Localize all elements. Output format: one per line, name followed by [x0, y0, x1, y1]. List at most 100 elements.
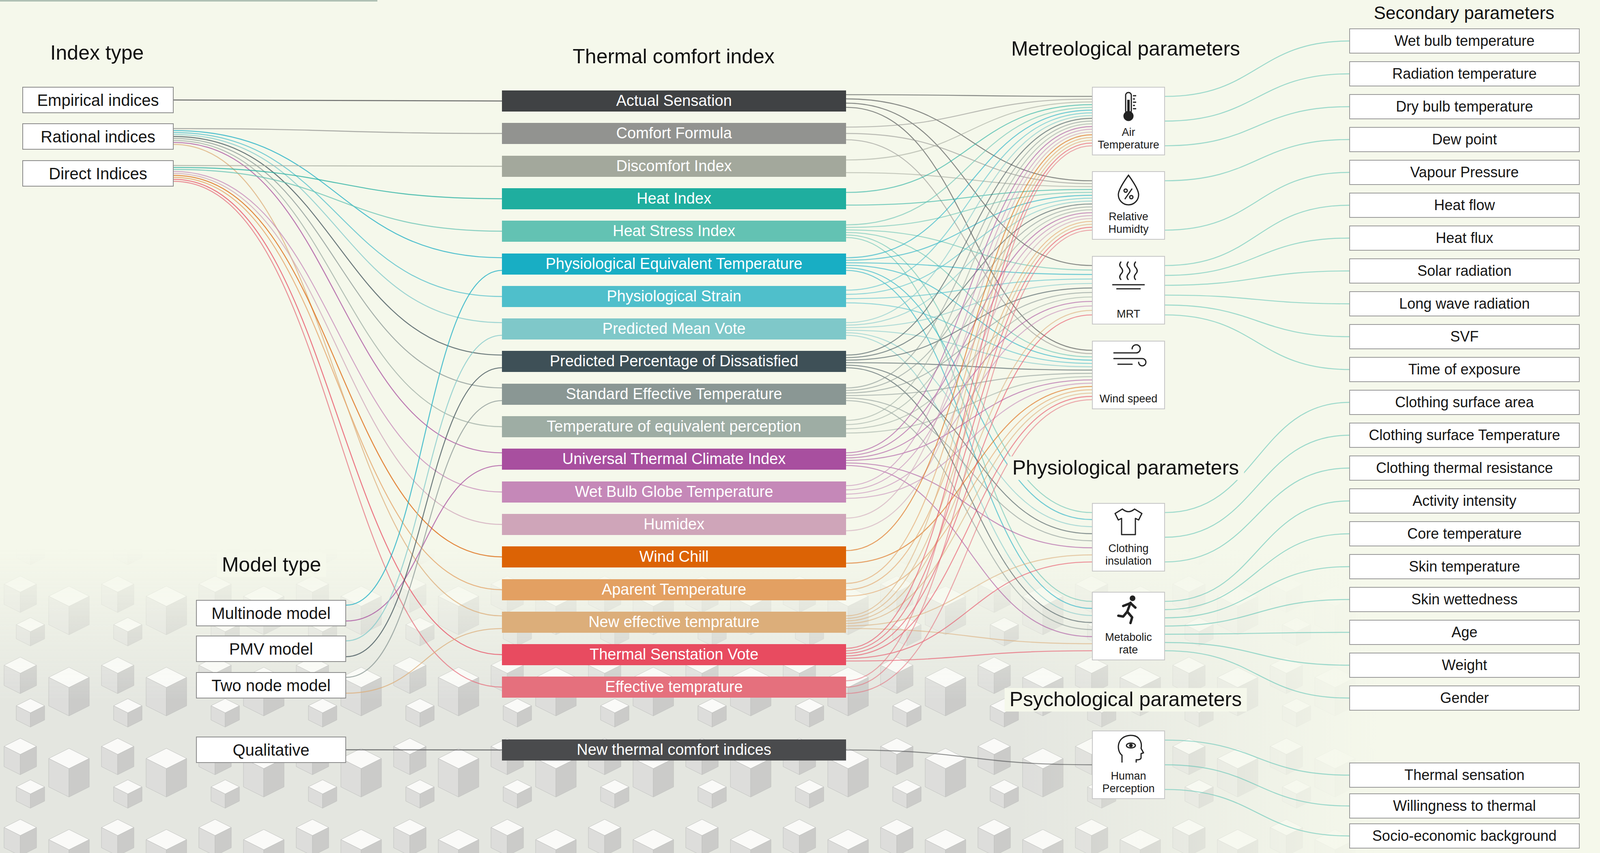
box-ground	[1091, 503, 1166, 572]
node-text: Clothing insulation	[1095, 542, 1162, 568]
node-text: New effective temprature	[588, 613, 760, 632]
parameter-icon-box: Wind speed	[1091, 340, 1166, 410]
heat-wave	[1127, 261, 1131, 280]
connector-line	[846, 297, 1092, 429]
comfort-index-bar: Standard Effective Temperature	[501, 383, 847, 405]
connector-line	[1165, 295, 1350, 304]
connector-line	[346, 749, 502, 751]
connector-line	[846, 562, 1092, 659]
runner-icon	[1118, 595, 1136, 624]
comfort-index-bar: Heat Index	[501, 188, 847, 210]
index-type-box: Direct Indices	[22, 160, 174, 187]
city-blocks	[0, 547, 1600, 853]
secondary-parameter-box: Time of exposure	[1349, 357, 1580, 383]
percent-dot	[1124, 189, 1128, 193]
connector-line	[1165, 534, 1350, 610]
section-heading: Model type	[217, 553, 327, 578]
node-text: Socio-economic background	[1372, 827, 1557, 845]
model-type-box: Multinode model	[195, 600, 347, 627]
box-ground	[1091, 730, 1166, 800]
wind-gust	[1113, 344, 1141, 354]
connector-line	[1165, 435, 1350, 538]
node-text: Skin wettedness	[1411, 591, 1518, 608]
secondary-parameter-box: Activity intensity	[1349, 488, 1580, 514]
connector-line	[346, 368, 502, 657]
node-text: Standard Effective Temperature	[565, 385, 782, 404]
connector-line	[846, 101, 1092, 160]
connector-line	[846, 232, 1092, 358]
connector-line	[1165, 765, 1350, 807]
wind-gust	[1113, 358, 1146, 367]
connector-line	[173, 173, 502, 526]
connector-line	[846, 107, 1092, 226]
connector-line	[1165, 566, 1350, 619]
connector-line	[346, 400, 502, 678]
connector-line	[846, 109, 1092, 258]
node-text: Comfort Formula	[615, 124, 732, 143]
node-text: Thermal sensation	[1404, 766, 1525, 784]
node-text: Relative Humidty	[1095, 210, 1162, 236]
node-text: Temperature of equivalent perception	[546, 417, 802, 436]
node-text: Clothing surface Temperature	[1368, 426, 1561, 444]
box-ground	[1091, 256, 1166, 325]
secondary-parameter-box: Age	[1349, 620, 1580, 646]
section-heading: Secondary parameters	[1368, 2, 1560, 24]
connector-line	[173, 167, 502, 199]
connector-line	[846, 115, 1092, 323]
node-text: Willingness to thermal	[1393, 797, 1536, 815]
connector-line	[846, 227, 1092, 651]
runner-legs	[1118, 611, 1133, 624]
parameter-icon-box: Clothing insulation	[1091, 503, 1166, 572]
node-text: Solar radiation	[1417, 262, 1512, 280]
runner-head	[1129, 595, 1136, 602]
connector-line	[1165, 271, 1350, 286]
secondary-parameter-box: Long wave radiation	[1349, 291, 1580, 317]
thermometer-icon	[1124, 92, 1137, 121]
percent-dot	[1129, 195, 1133, 199]
section-heading: Psychological parameters	[1004, 688, 1247, 712]
node-text: Qualitative	[232, 740, 310, 760]
node-text: Time of exposure	[1408, 361, 1521, 378]
connector-line	[846, 465, 1092, 638]
node-text: Radiation temperature	[1392, 65, 1537, 82]
comfort-index-bar: Universal Thermal Climate Index	[501, 448, 847, 470]
comfort-index-bar: Aparent Temperature	[501, 579, 847, 601]
model-type-box: Qualitative	[195, 736, 347, 764]
pupil	[1129, 744, 1133, 748]
connector-line	[1165, 599, 1350, 627]
comfort-index-bar: Wet Bulb Globe Temperature	[501, 481, 847, 503]
node-text: Predicted Percentage of Dissatisfied	[549, 352, 799, 371]
node-text: Clothing surface area	[1395, 394, 1534, 411]
comfort-index-bar: Effective temprature	[501, 676, 847, 698]
clothing-icon	[1115, 509, 1142, 535]
connector-line	[846, 118, 1092, 356]
connector-line	[173, 181, 502, 688]
parameter-icon-box: Relative Humidty	[1091, 171, 1166, 240]
wind-gust	[1117, 363, 1133, 366]
connector-line	[1165, 642, 1350, 666]
node-text: Direct Indices	[48, 164, 147, 184]
node-text: Humidex	[643, 515, 705, 534]
connector-line	[846, 143, 1092, 649]
connector-line	[173, 175, 502, 558]
secondary-parameter-box: Heat flow	[1349, 192, 1580, 218]
node-text: Actual Sensation	[615, 92, 732, 110]
connector-line	[173, 136, 502, 356]
section-heading: Index type	[45, 41, 149, 65]
node-text: Vapour Pressure	[1410, 163, 1519, 181]
connector-line	[1165, 740, 1350, 776]
node-text: SVF	[1450, 328, 1479, 345]
ground-lines	[1112, 284, 1145, 289]
parameter-icon-box: MRT	[1091, 256, 1166, 325]
node-text: Human Perception	[1095, 770, 1162, 796]
node-text: Heat Index	[636, 189, 712, 208]
comfort-index-bar: Predicted Percentage of Dissatisfied	[501, 351, 847, 373]
t-shirt	[1115, 509, 1142, 535]
node-text: Wet Bulb Globe Temperature	[574, 483, 774, 502]
eye	[1126, 743, 1136, 749]
node-text: Gender	[1440, 689, 1489, 707]
comfort-index-bar: Discomfort Index	[501, 155, 847, 177]
secondary-parameter-box: Heat flux	[1349, 225, 1580, 251]
connector-line	[846, 362, 1092, 371]
